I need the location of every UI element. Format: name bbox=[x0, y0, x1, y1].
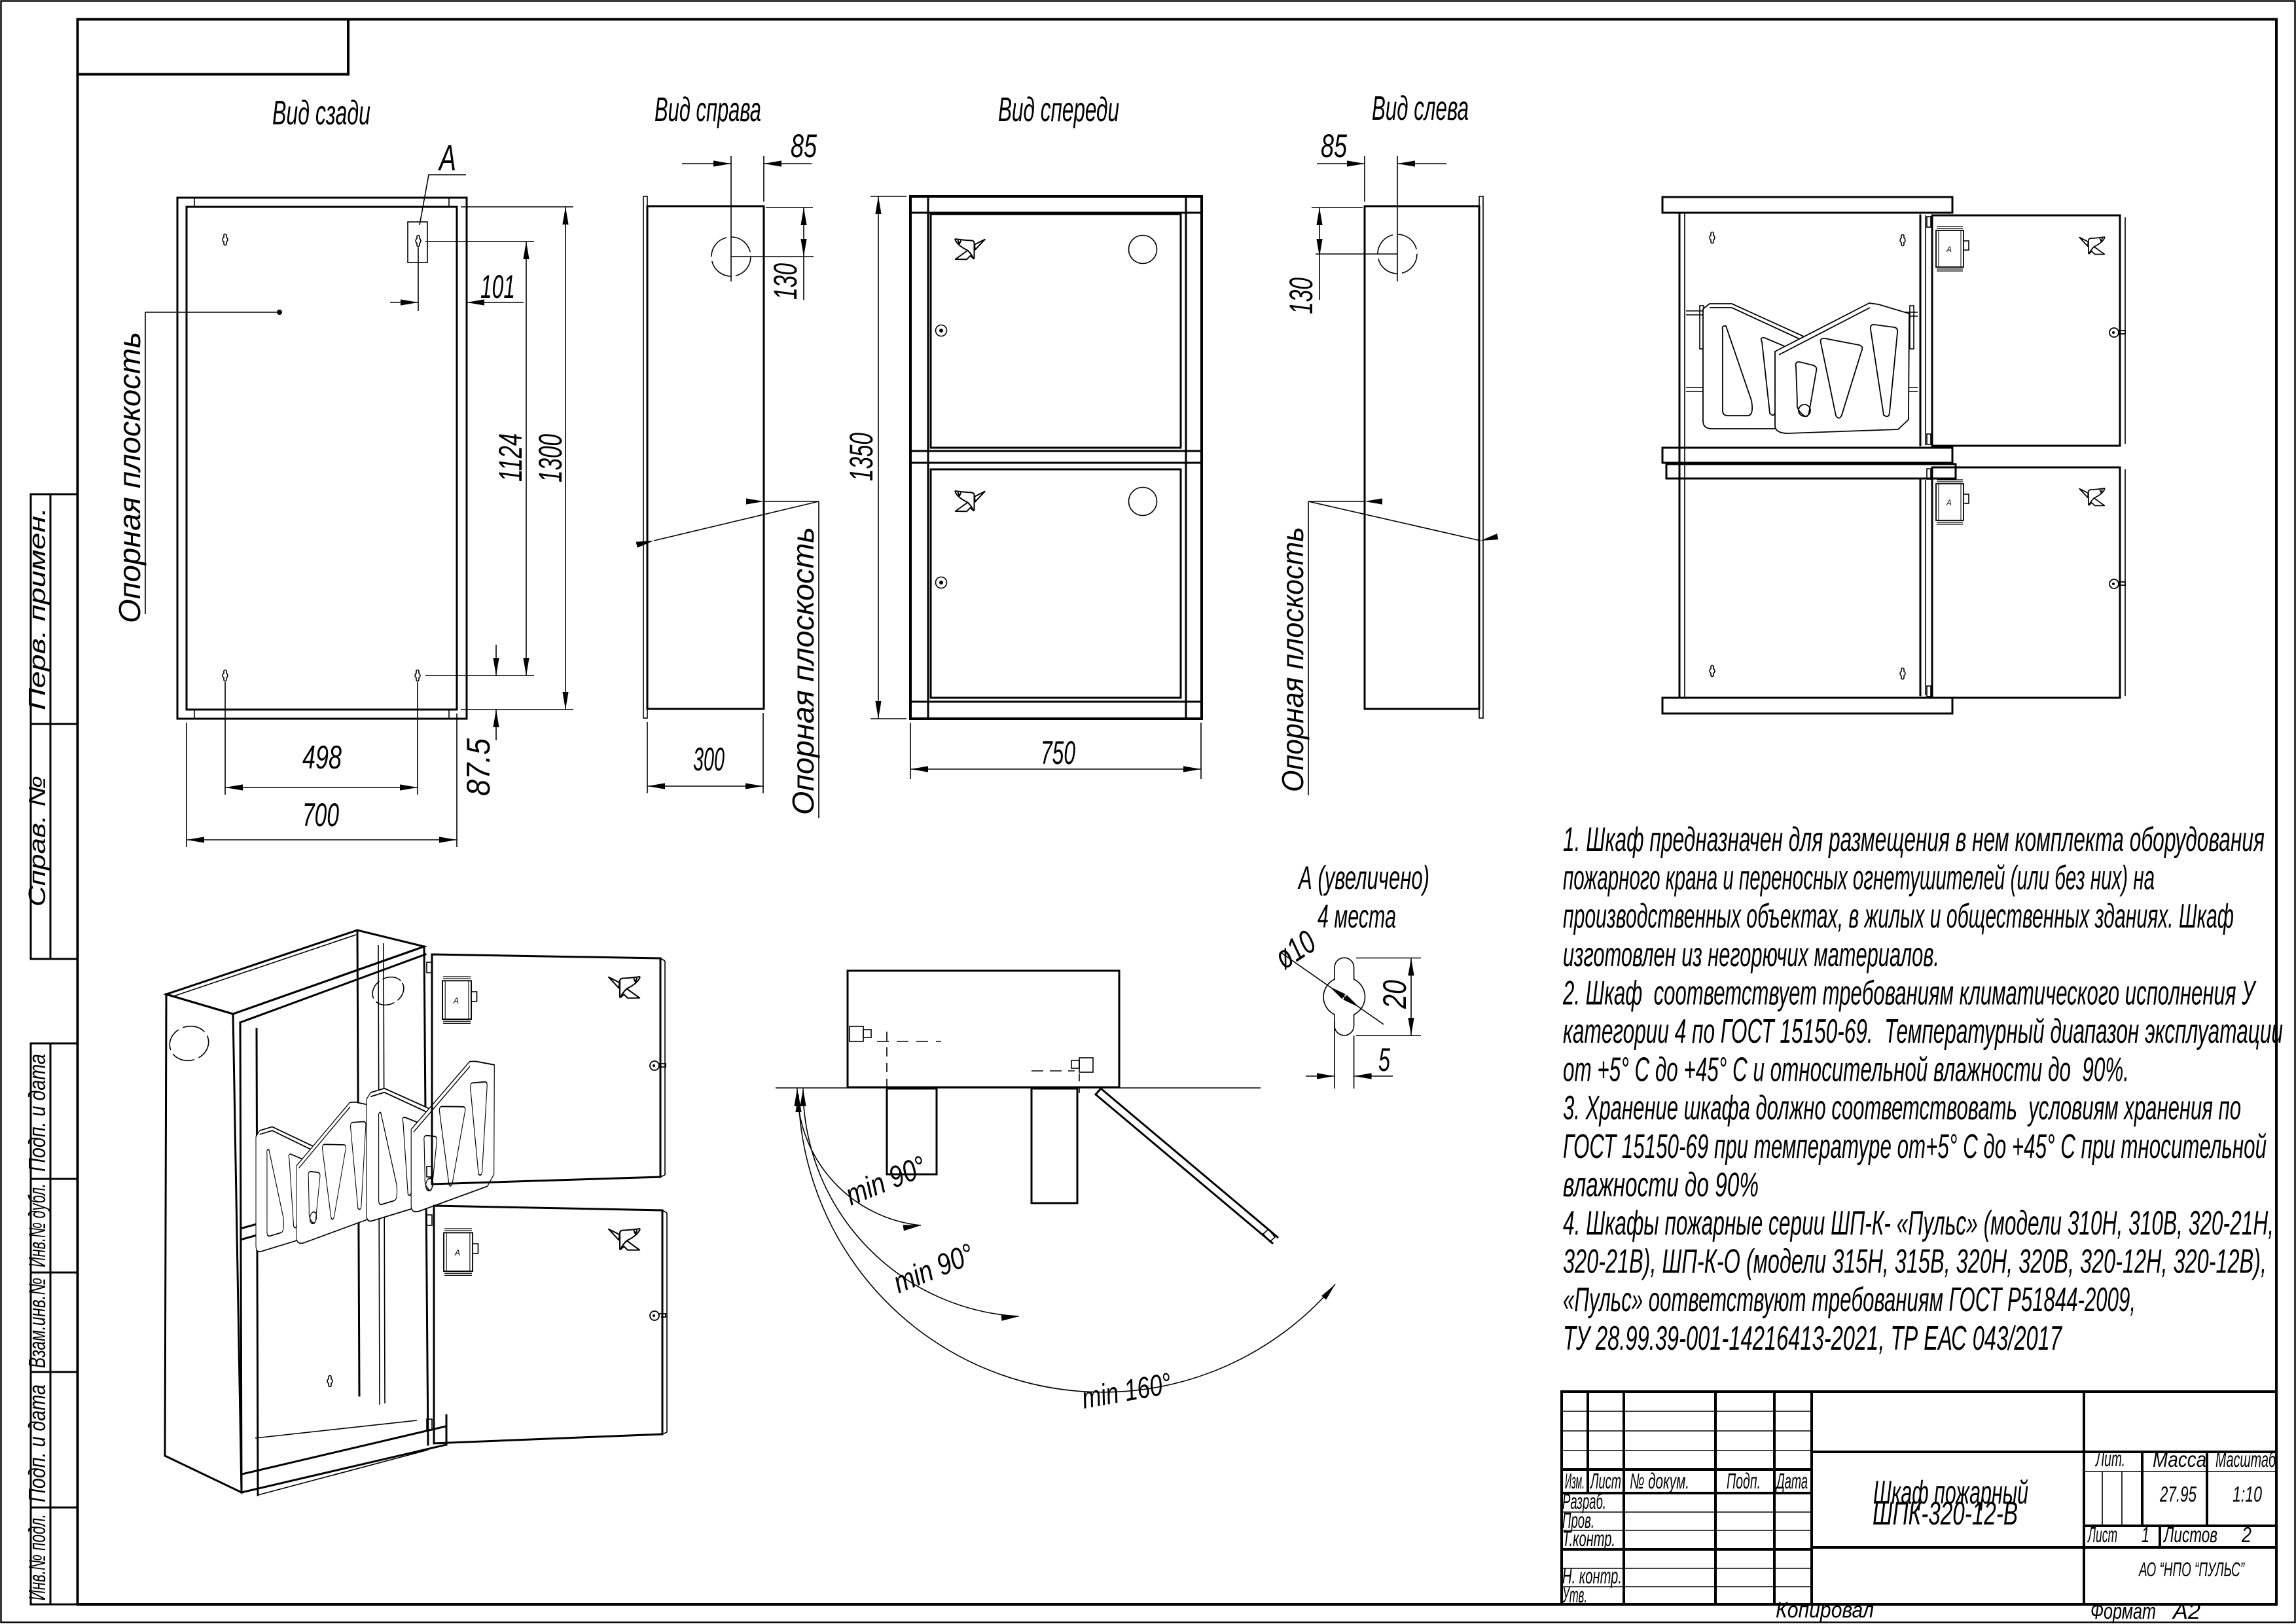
svg-text:85: 85 bbox=[1321, 128, 1347, 164]
svg-text:27.95: 27.95 bbox=[2159, 1482, 2197, 1506]
svg-text:4. Шкафы пожарные серии ШП-К-: 4. Шкафы пожарные серии ШП-К- «Пульс» (м… bbox=[1563, 1204, 2274, 1242]
svg-text:101: 101 bbox=[480, 268, 515, 305]
svg-text:№ докум.: № докум. bbox=[1630, 1469, 1689, 1493]
svg-text:4 места: 4 места bbox=[1318, 898, 1396, 935]
svg-text:Пров.: Пров. bbox=[1562, 1508, 1594, 1532]
svg-text:от +5° С до +45° С и относител: от +5° С до +45° С и относительной влажн… bbox=[1563, 1051, 2129, 1089]
svg-text:Подп. и дата: Подп. и дата bbox=[24, 1384, 50, 1502]
svg-text:85: 85 bbox=[791, 128, 817, 164]
svg-text:Н. контр.: Н. контр. bbox=[1562, 1564, 1622, 1588]
svg-text:498: 498 bbox=[302, 739, 342, 776]
svg-text:влажности до 90%: влажности до 90% bbox=[1563, 1166, 1759, 1204]
svg-text:пожарного крана и переносных о: пожарного крана и переносных огнетушител… bbox=[1563, 859, 2155, 897]
svg-text:Лит.: Лит. bbox=[2095, 1447, 2125, 1471]
svg-text:производственных объектах, в ж: производственных объектах, в жилых и общ… bbox=[1563, 897, 2234, 935]
svg-text:1124: 1124 bbox=[492, 433, 529, 482]
svg-text:Опорная плоскость: Опорная плоскость bbox=[786, 527, 820, 815]
svg-text:1: 1 bbox=[2142, 1523, 2149, 1547]
svg-text:Масштаб: Масштаб bbox=[2215, 1447, 2276, 1471]
svg-text:130: 130 bbox=[767, 263, 804, 300]
svg-text:5: 5 bbox=[1378, 1041, 1390, 1078]
svg-text:изготовлен из негорючих матери: изготовлен из негорючих материалов. bbox=[1563, 936, 1939, 974]
svg-text:Формат: Формат bbox=[2090, 1599, 2156, 1624]
svg-text:3. Хранение шкафа должно соотв: 3. Хранение шкафа должно соответствовать… bbox=[1563, 1089, 2241, 1127]
svg-text:20: 20 bbox=[1376, 980, 1413, 1009]
svg-text:Взам.инв.№: Взам.инв.№ bbox=[24, 1278, 50, 1368]
svg-text:АО “НПО “ПУЛЬС”: АО “НПО “ПУЛЬС” bbox=[2138, 1558, 2245, 1581]
svg-text:Инв.№ подл.: Инв.№ подл. bbox=[24, 1514, 50, 1600]
svg-text:Копировал: Копировал bbox=[1776, 1598, 1874, 1623]
svg-text:750: 750 bbox=[1041, 734, 1075, 771]
svg-text:Справ. №: Справ. № bbox=[24, 776, 50, 907]
svg-text:ТУ 28.99.39-001-14216413-2021,: ТУ 28.99.39-001-14216413-2021, ТР ЕАС 04… bbox=[1563, 1320, 2062, 1358]
svg-text:1. Шкаф предназначен для разме: 1. Шкаф предназначен для размещения в не… bbox=[1563, 821, 2265, 859]
svg-text:Инв.№ дубл.: Инв.№ дубл. bbox=[24, 1183, 50, 1267]
svg-text:Листов: Листов bbox=[2163, 1523, 2217, 1547]
svg-text:Т.контр.: Т.контр. bbox=[1562, 1526, 1615, 1551]
svg-text:2. Шкаф соответствует требова: 2. Шкаф соответствует требованиям климат… bbox=[1562, 974, 2256, 1012]
svg-text:ГОСТ 15150-69 при температуре: ГОСТ 15150-69 при температуре от+5° С до… bbox=[1563, 1128, 2267, 1166]
svg-text:Изм.: Изм. bbox=[1565, 1469, 1585, 1493]
svg-text:Шкаф пожарный: Шкаф пожарный bbox=[1873, 1474, 2028, 1511]
svg-text:87.5: 87.5 bbox=[460, 738, 497, 796]
svg-text:Перв. примен.: Перв. примен. bbox=[24, 507, 50, 710]
svg-text:категории 4 по ГОСТ 15150-69.: категории 4 по ГОСТ 15150-69. Температур… bbox=[1563, 1013, 2283, 1051]
svg-text:2: 2 bbox=[2241, 1523, 2251, 1547]
svg-text:А: А bbox=[438, 137, 456, 178]
svg-text:Дата: Дата bbox=[1775, 1469, 1808, 1493]
svg-text:Вид спереди: Вид спереди bbox=[998, 91, 1119, 129]
svg-text:1350: 1350 bbox=[843, 433, 880, 481]
svg-text:Утв.: Утв. bbox=[1562, 1583, 1587, 1607]
svg-text:130: 130 bbox=[1283, 278, 1319, 314]
svg-text:Опорная плоскость: Опорная плоскость bbox=[113, 332, 147, 623]
svg-text:Вид справа: Вид справа bbox=[655, 91, 761, 129]
svg-text:Подп. и дата: Подп. и дата bbox=[24, 1054, 50, 1172]
svg-text:Опорная плоскость: Опорная плоскость bbox=[1276, 527, 1310, 792]
svg-text:Масса: Масса bbox=[2153, 1447, 2206, 1471]
svg-text:700: 700 bbox=[302, 797, 339, 833]
svg-text:Лист: Лист bbox=[1590, 1469, 1621, 1493]
svg-text:«Пульс» оответствуют требовани: «Пульс» оответствуют требованиям ГОСТ Р5… bbox=[1563, 1281, 2136, 1319]
svg-text:Лист: Лист bbox=[2087, 1523, 2117, 1547]
svg-text:ШПК-320-12-В: ШПК-320-12-В bbox=[1873, 1495, 2018, 1532]
svg-text:Вид слева: Вид слева bbox=[1372, 90, 1469, 128]
svg-text:А (увеличено): А (увеличено) bbox=[1297, 859, 1429, 896]
svg-text:1300: 1300 bbox=[532, 434, 569, 482]
svg-text:320-21В), ШП-К-О (модели 315Н,: 320-21В), ШП-К-О (модели 315Н, 315В, 320… bbox=[1563, 1243, 2267, 1281]
svg-text:Вид сзади: Вид сзади bbox=[272, 94, 370, 132]
svg-text:Подп.: Подп. bbox=[1727, 1469, 1761, 1493]
svg-text:1:10: 1:10 bbox=[2233, 1482, 2262, 1506]
svg-text:300: 300 bbox=[693, 741, 725, 778]
svg-text:Разраб.: Разраб. bbox=[1562, 1489, 1606, 1513]
svg-text:А2: А2 bbox=[2172, 1599, 2200, 1624]
